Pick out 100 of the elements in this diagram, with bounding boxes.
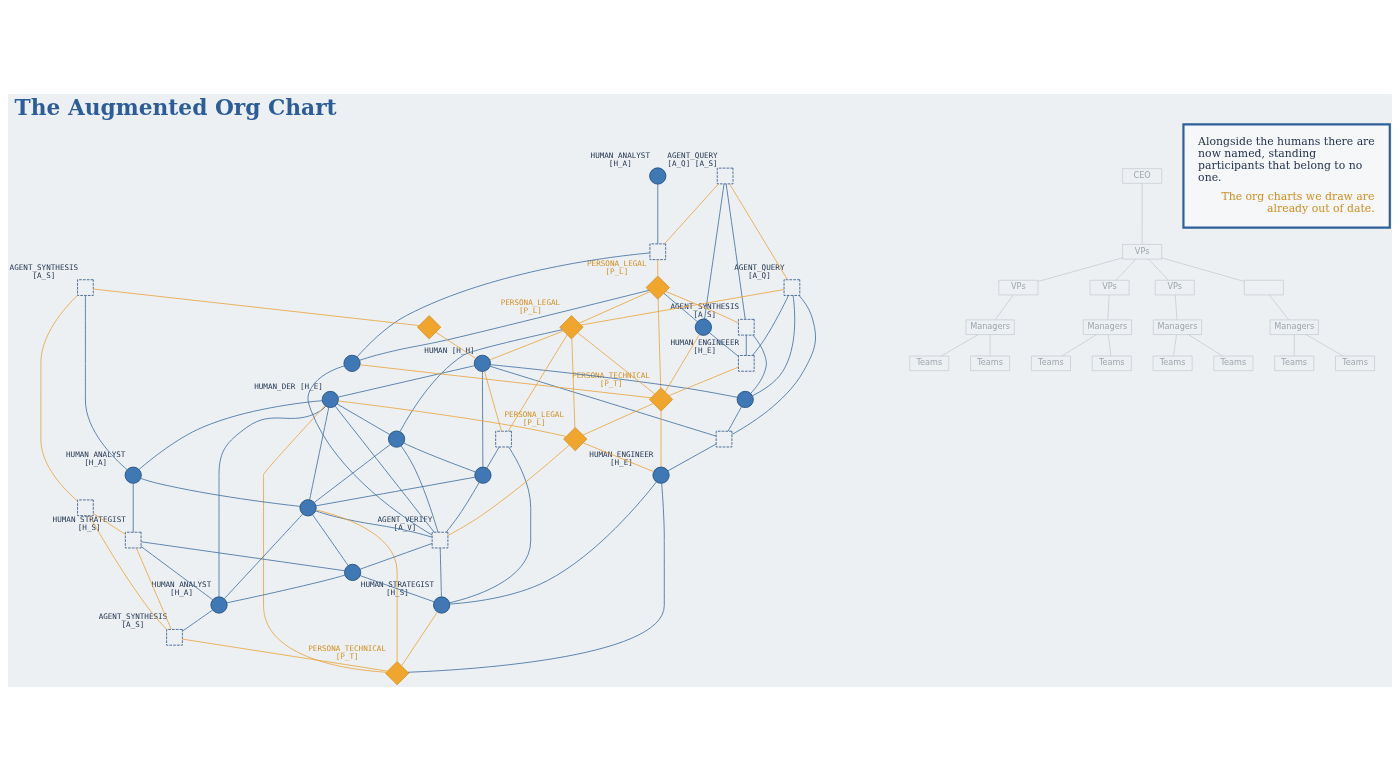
connector — [138, 400, 323, 470]
connector — [263, 405, 387, 673]
connector — [750, 334, 767, 394]
connector — [226, 574, 346, 604]
node-box: Teams — [1152, 355, 1193, 371]
node-box — [649, 243, 667, 261]
node-circle — [124, 466, 142, 484]
diagram-title: The Augmented Org Chart — [14, 95, 337, 121]
connector — [490, 364, 738, 398]
node-box — [738, 355, 755, 372]
connector — [307, 365, 433, 536]
connector — [1148, 258, 1169, 281]
node-circle — [321, 390, 339, 409]
node-circle — [473, 354, 491, 372]
connector — [315, 476, 476, 507]
node-circle — [343, 354, 361, 372]
node-box: CEO — [1122, 168, 1162, 184]
node-box — [166, 629, 183, 646]
connector — [663, 292, 698, 322]
connector — [940, 334, 979, 357]
connector — [449, 446, 532, 604]
node-box — [1244, 280, 1284, 296]
connector — [657, 183, 659, 245]
connector — [315, 510, 433, 538]
connector — [1107, 334, 1112, 357]
node-circle — [736, 390, 754, 409]
connector — [571, 338, 576, 429]
connector — [1115, 258, 1137, 281]
connector — [400, 445, 439, 533]
connector — [85, 295, 128, 470]
node-box — [77, 279, 94, 296]
connector — [578, 291, 651, 324]
connector — [484, 370, 502, 432]
node-diamond — [417, 315, 442, 340]
connector — [731, 295, 816, 435]
connector — [315, 509, 398, 662]
node-box — [495, 430, 512, 448]
node-box: Teams — [1091, 355, 1132, 371]
connector — [1268, 294, 1290, 321]
connector — [359, 289, 650, 361]
connector — [359, 364, 652, 399]
connector — [337, 365, 475, 398]
connector — [489, 365, 717, 437]
node-box: Teams — [1031, 355, 1071, 371]
connector — [140, 478, 301, 507]
node-box — [738, 318, 755, 336]
node-box: Managers — [965, 319, 1015, 335]
connector — [482, 371, 484, 468]
node-circle — [344, 563, 362, 581]
connector — [135, 547, 172, 630]
connector — [709, 332, 739, 357]
connector — [657, 259, 659, 277]
node-box: Teams — [909, 355, 950, 371]
node-circle — [299, 499, 317, 517]
connector — [140, 546, 213, 601]
connector — [312, 514, 349, 566]
node-diamond — [563, 427, 588, 452]
connector — [338, 400, 567, 437]
connector — [667, 443, 717, 472]
connector — [92, 513, 126, 535]
connector — [727, 406, 742, 432]
node-box: Teams — [1274, 355, 1315, 371]
node-circle — [210, 596, 228, 614]
node-box: Managers — [1153, 319, 1202, 335]
connector — [582, 403, 654, 436]
node-box: VPs — [1089, 280, 1130, 296]
connector — [40, 294, 78, 502]
connector — [309, 407, 330, 501]
node-box — [715, 430, 733, 448]
node-box: Teams — [1213, 355, 1254, 371]
connector — [334, 405, 435, 533]
connector — [449, 481, 657, 605]
connector — [1061, 334, 1097, 357]
connector — [1037, 257, 1123, 282]
node-circle — [652, 466, 670, 484]
node-box: Teams — [970, 355, 1010, 371]
connector — [704, 183, 725, 320]
node-box — [124, 531, 142, 549]
node-box: Managers — [1083, 319, 1132, 335]
connector — [668, 366, 739, 396]
connector — [447, 444, 570, 536]
connector — [182, 609, 213, 632]
node-box: VPs — [1154, 280, 1195, 296]
connector — [664, 183, 719, 245]
node-diamond — [645, 275, 670, 300]
connector — [182, 638, 388, 672]
connector — [729, 183, 788, 281]
connector — [359, 575, 435, 603]
connector — [582, 442, 655, 473]
connector — [336, 403, 391, 435]
connector — [224, 513, 304, 600]
connector — [93, 288, 420, 326]
connector — [580, 289, 785, 326]
node-diamond — [559, 315, 584, 340]
connector — [132, 483, 134, 533]
connector — [486, 446, 500, 469]
node-circle — [433, 596, 451, 614]
connector — [140, 541, 345, 572]
connector — [399, 329, 563, 433]
node-box: VPs — [1122, 244, 1162, 260]
